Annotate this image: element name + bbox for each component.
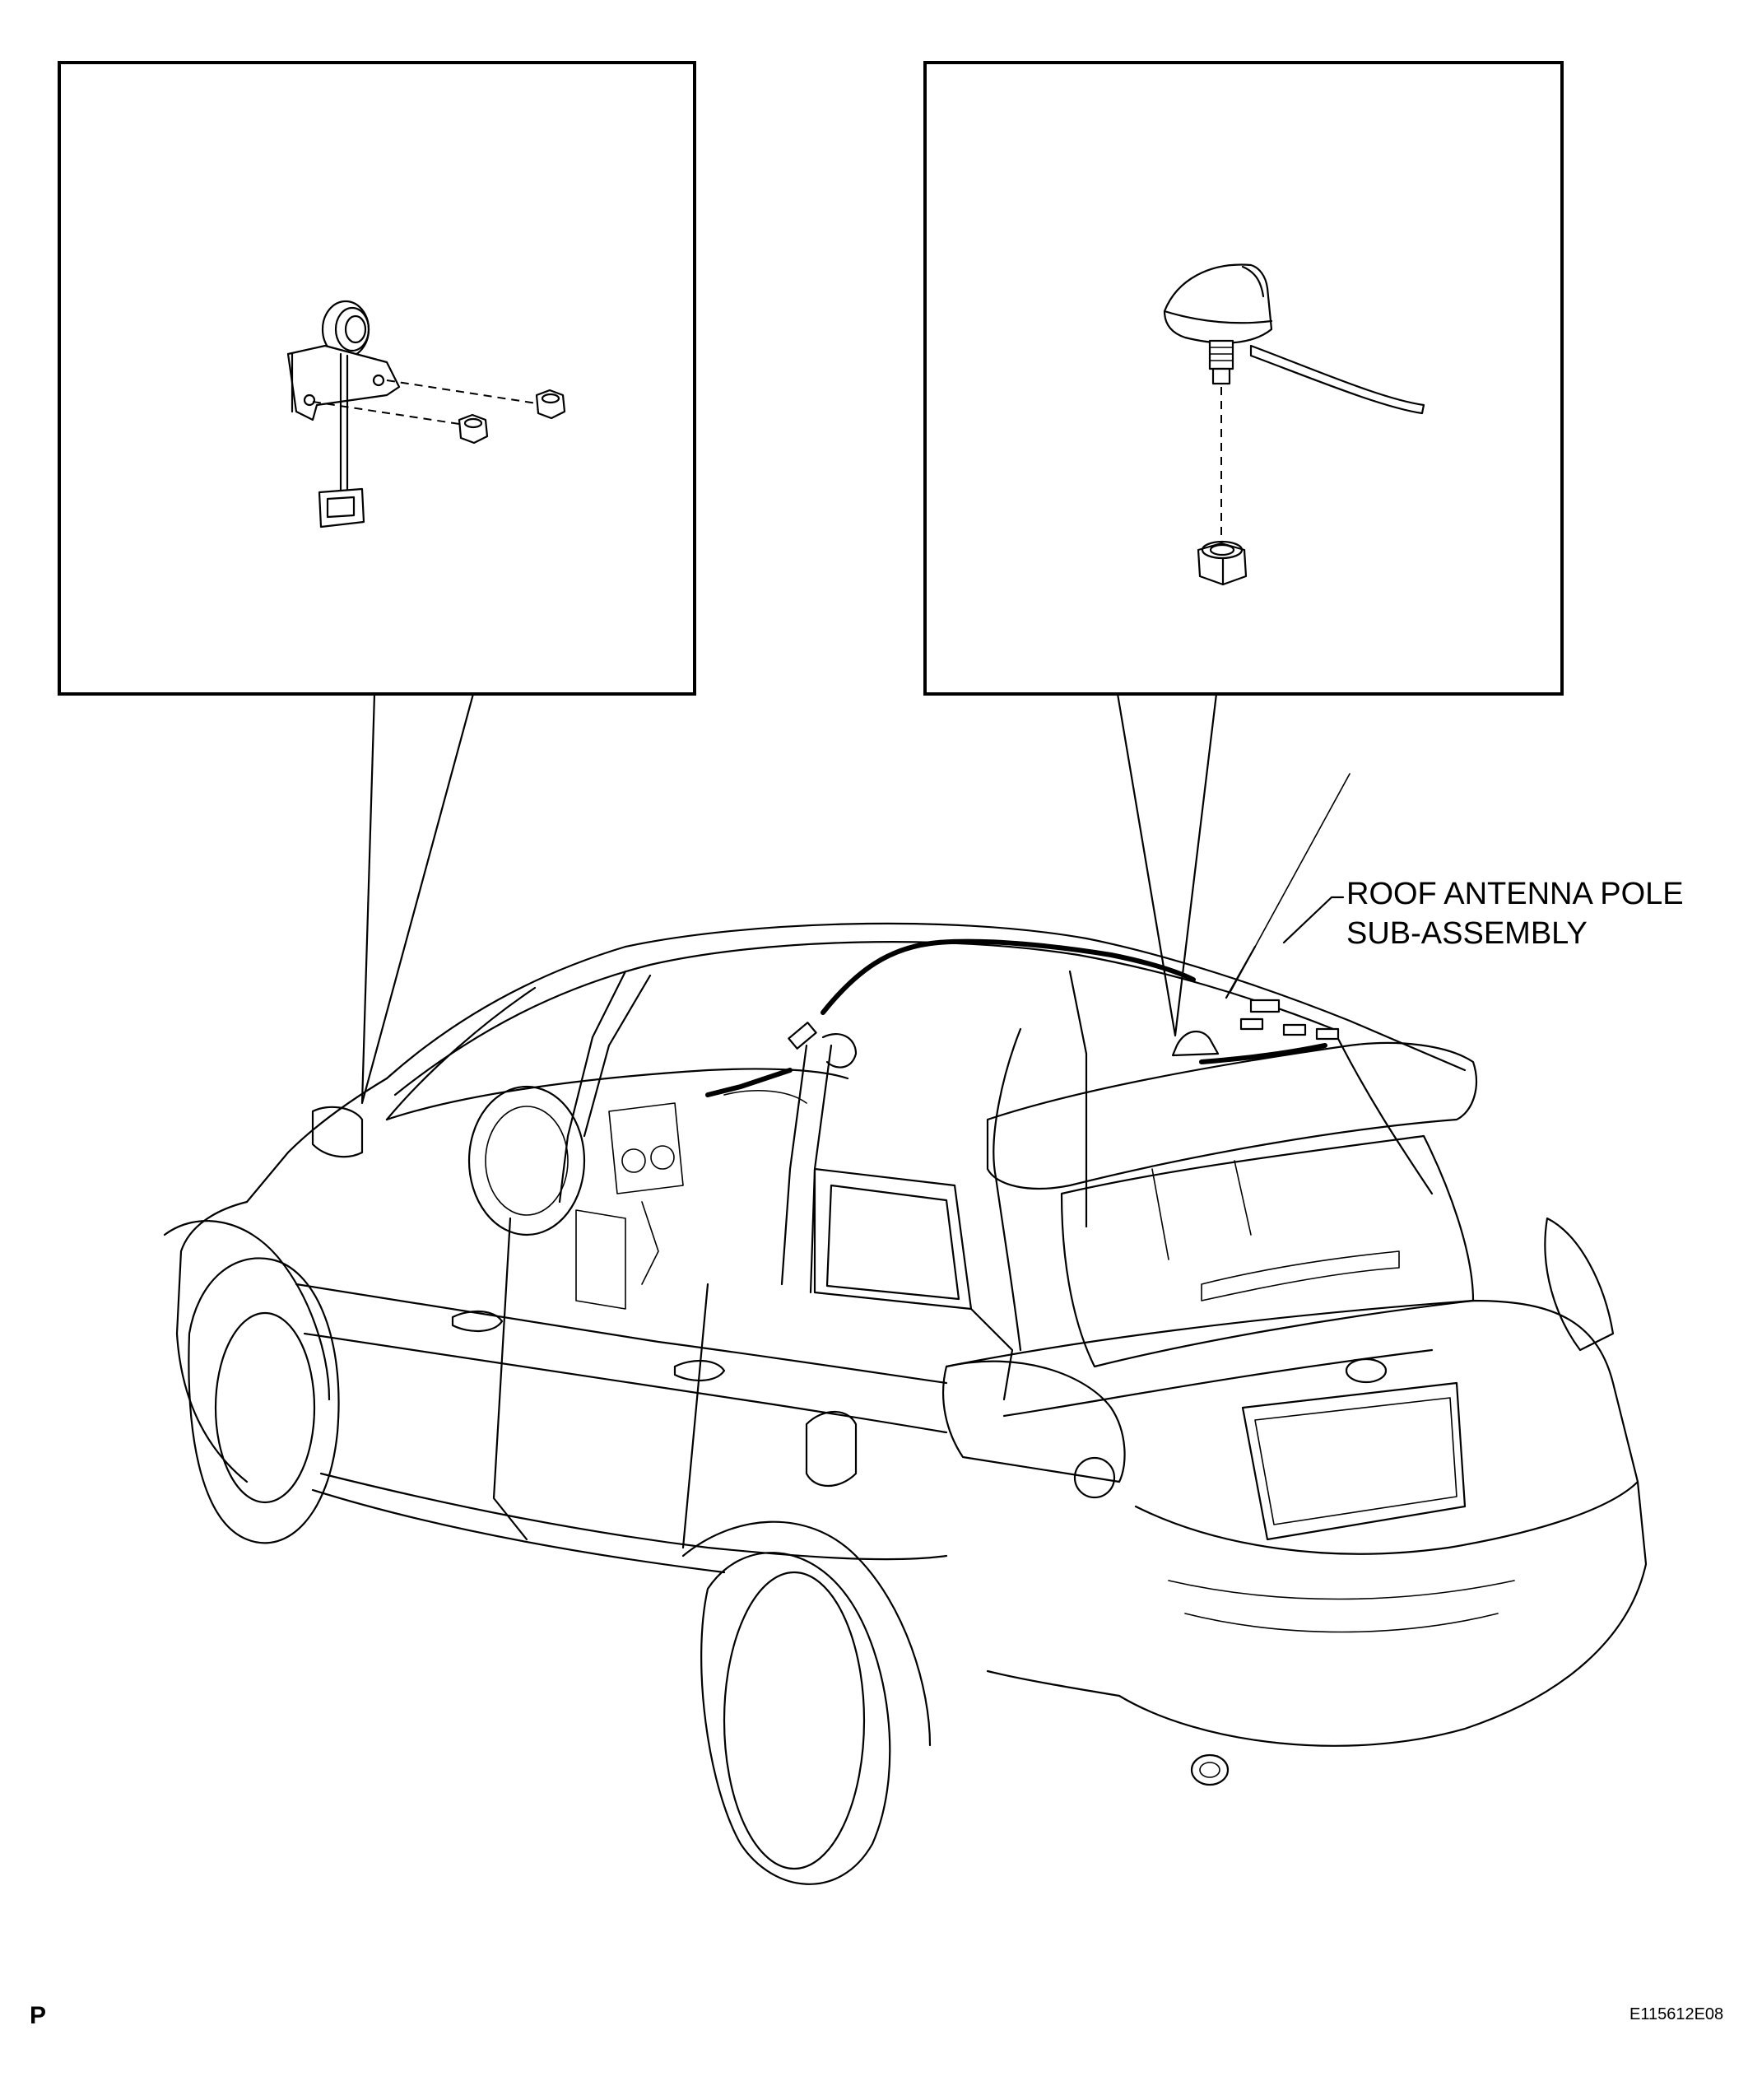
roof-antenna-pole-label: ROOF ANTENNA POLE SUB-ASSEMBLY xyxy=(1346,874,1684,953)
antenna-pole-icon xyxy=(1225,773,1351,999)
antenna-cord-bracket-icon xyxy=(286,300,401,528)
vehicle-icon xyxy=(163,773,1648,1885)
right-detail-pointer xyxy=(1116,692,1218,1037)
corner-code: P xyxy=(30,2002,47,2029)
antenna-base-icon xyxy=(1163,263,1425,415)
callout-line-2: SUB-ASSEMBLY xyxy=(1346,916,1588,951)
left-detail-pointer xyxy=(360,692,475,1105)
nut-icon xyxy=(1197,540,1248,586)
callout-leader xyxy=(1282,896,1345,944)
nut-icon xyxy=(535,389,566,420)
callout-line-1: ROOF ANTENNA POLE xyxy=(1346,877,1684,911)
right-detail-box xyxy=(923,61,1564,696)
nut-icon xyxy=(458,413,489,445)
figure-id: E115612E08 xyxy=(1629,2005,1724,2023)
